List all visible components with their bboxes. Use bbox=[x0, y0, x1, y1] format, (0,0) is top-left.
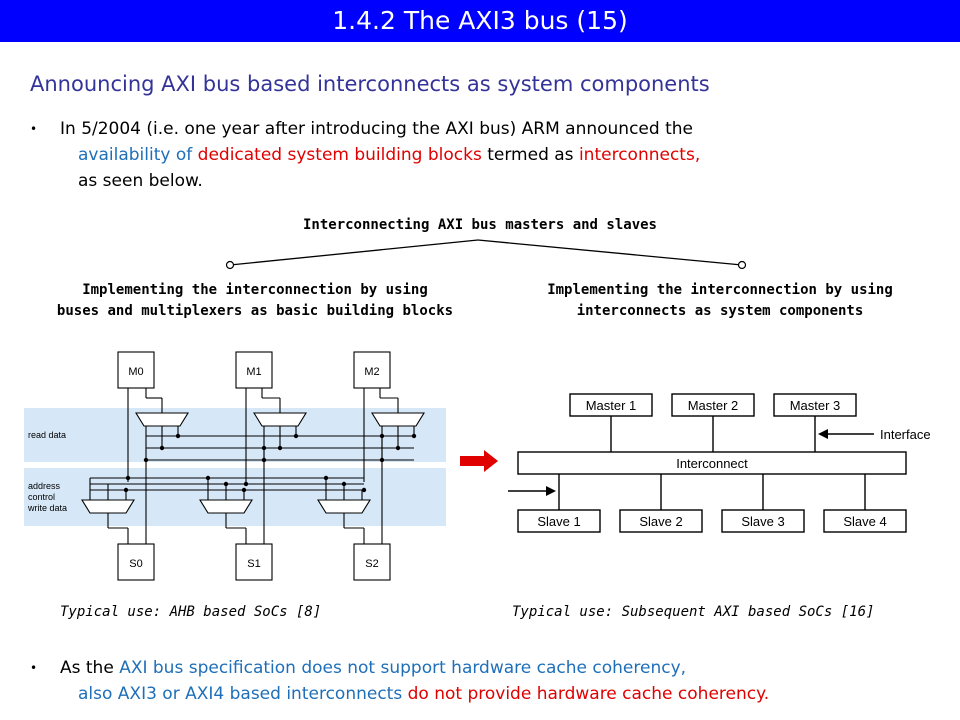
slave-4-label: Slave 4 bbox=[843, 514, 886, 529]
interconnect-box bbox=[517, 451, 907, 475]
left-caption: Typical use: AHB based SoCs [8] bbox=[60, 604, 322, 620]
tree-left-node bbox=[225, 260, 235, 270]
read-mux-0 bbox=[135, 412, 189, 427]
para2-line2: also AXI3 or AXI4 based interconnects do… bbox=[78, 681, 769, 707]
master-box-m2 bbox=[353, 351, 391, 389]
bullet-icon: • bbox=[30, 122, 38, 136]
tree-right-label: Implementing the interconnection by usin… bbox=[480, 280, 960, 322]
master-label-m0: M0 bbox=[128, 366, 143, 378]
write-mux-2 bbox=[317, 499, 371, 514]
para2-line1: As the AXI bus specification does not su… bbox=[60, 655, 769, 681]
write-data-label: write data bbox=[27, 503, 67, 513]
slave-2-label: Slave 2 bbox=[639, 514, 682, 529]
slave-box-s1 bbox=[235, 543, 273, 581]
para1-text-availability: availability of bbox=[78, 145, 193, 165]
tree-right-line2: interconnects as system components bbox=[576, 303, 864, 319]
para1-text-termed: termed as bbox=[487, 145, 574, 165]
bullet-paragraph-2: • As the AXI bus specification does not … bbox=[30, 655, 769, 707]
bullet-icon: • bbox=[30, 661, 38, 675]
write-mux-0 bbox=[81, 499, 135, 514]
red-arrow-icon bbox=[460, 450, 498, 472]
tree-left-line1: Implementing the interconnection by usin… bbox=[82, 282, 428, 298]
slave-label-s1: S1 bbox=[247, 558, 260, 570]
para2-text-as-the: As the bbox=[60, 658, 114, 678]
para1-line2: availability of dedicated system buildin… bbox=[78, 142, 700, 168]
read-data-label: read data bbox=[28, 430, 66, 440]
master-1-label: Master 1 bbox=[586, 398, 637, 413]
slave-label-s2: S2 bbox=[365, 558, 378, 570]
tree-left-label: Implementing the interconnection by usin… bbox=[10, 280, 500, 322]
slave-3-label: Slave 3 bbox=[741, 514, 784, 529]
master-box-m0 bbox=[117, 351, 155, 389]
slave-interface-arrow-icon bbox=[546, 486, 556, 496]
tree-root-label: Interconnecting AXI bus masters and slav… bbox=[302, 217, 657, 233]
write-mux-1 bbox=[199, 499, 253, 514]
master-box-m1 bbox=[235, 351, 273, 389]
master-3-label: Master 3 bbox=[790, 398, 841, 413]
interconnect-label: Interconnect bbox=[676, 456, 748, 471]
para1-line3: as seen below. bbox=[78, 171, 203, 191]
tree-left-line2: buses and multiplexers as basic building… bbox=[56, 303, 454, 319]
slave-1-label: Slave 1 bbox=[537, 514, 580, 529]
tree-right-node bbox=[737, 260, 747, 270]
para1-text-building-blocks: dedicated system building blocks bbox=[197, 145, 482, 165]
master-label-m2: M2 bbox=[364, 366, 379, 378]
para2-text-no-coherency: do not provide hardware cache coherency. bbox=[407, 684, 770, 704]
slave-box-s2 bbox=[353, 543, 391, 581]
read-mux-1 bbox=[253, 412, 307, 427]
para2-text-no-support: does not support hardware cache coherenc… bbox=[301, 658, 687, 678]
slide-subtitle: Announcing AXI bus based interconnects a… bbox=[30, 72, 710, 96]
master-label-m1: M1 bbox=[246, 366, 261, 378]
interface-arrow-icon bbox=[818, 429, 828, 439]
address-label: address bbox=[28, 481, 61, 491]
para2-text-spec: AXI bus specification bbox=[119, 658, 296, 678]
tree-right-line1: Implementing the interconnection by usin… bbox=[547, 282, 893, 298]
read-mux-2 bbox=[371, 412, 425, 427]
right-caption: Typical use: Subsequent AXI based SoCs [… bbox=[512, 604, 875, 620]
interface-label: Interface bbox=[880, 427, 931, 442]
para2-text-interconnects: also AXI3 or AXI4 based interconnects bbox=[78, 684, 403, 704]
slave-label-s0: S0 bbox=[129, 558, 142, 570]
slide-title: 1.4.2 The AXI3 bus (15) bbox=[0, 0, 960, 42]
bullet-paragraph-1: • In 5/2004 (i.e. one year after introdu… bbox=[30, 116, 700, 194]
slave-box-s0 bbox=[117, 543, 155, 581]
para1-line1: In 5/2004 (i.e. one year after introduci… bbox=[60, 119, 693, 139]
master-2-label: Master 2 bbox=[688, 398, 739, 413]
control-label: control bbox=[28, 492, 55, 502]
para1-text-interconnects: interconnects, bbox=[578, 145, 701, 165]
